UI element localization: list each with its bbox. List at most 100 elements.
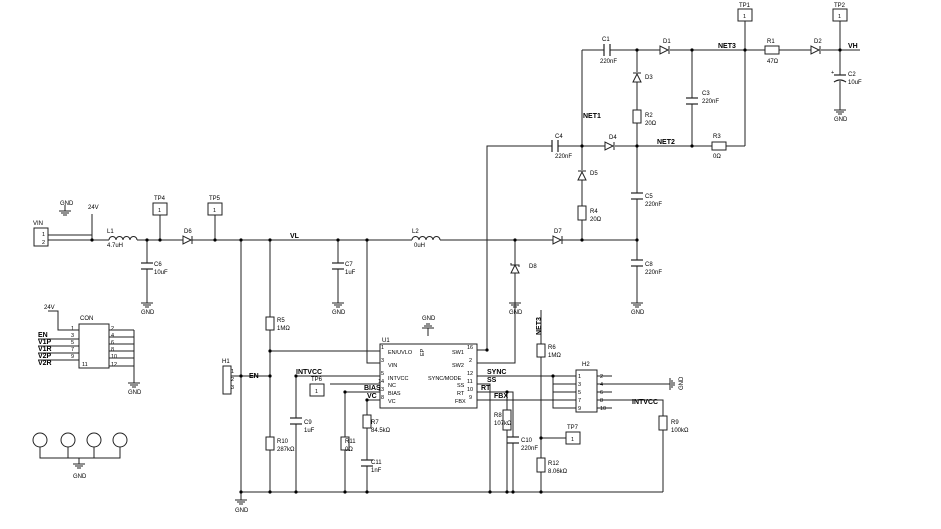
svg-text:0Ω: 0Ω [345, 447, 353, 453]
test-points [152, 8, 848, 445]
net-vc-label: VC [367, 393, 377, 400]
test-point-labels: TP1 TP2 TP4 TP5 TP6 TP7 1 1 1 1 1 1 [154, 3, 846, 443]
mounting-holes [32, 432, 128, 464]
net-3-label: NET3 [718, 43, 736, 50]
svg-text:0Ω: 0Ω [713, 154, 721, 160]
svg-text:12: 12 [111, 362, 117, 368]
svg-text:14: 14 [378, 379, 384, 385]
connector-con: CON 1 3 5 7 9 11 2 4 6 8 10 12 EN V1P V1… [38, 305, 135, 369]
svg-text:7: 7 [578, 398, 581, 404]
svg-text:D4: D4 [609, 135, 617, 141]
svg-text:C1: C1 [602, 37, 610, 43]
svg-text:VC: VC [388, 399, 396, 405]
svg-text:1uF: 1uF [304, 428, 315, 434]
connector-h1: H1 1 2 3 [222, 359, 234, 395]
svg-text:SYNC/MODE: SYNC/MODE [428, 376, 462, 382]
diode-d5-icon [577, 170, 587, 181]
svg-text:10: 10 [467, 387, 473, 393]
gnd-label: GND [631, 310, 645, 316]
svg-text:8.06kΩ: 8.06kΩ [548, 469, 568, 475]
svg-text:47Ω: 47Ω [767, 59, 779, 65]
gnd-icon [422, 323, 434, 329]
svg-text:1: 1 [571, 437, 574, 443]
svg-text:RT: RT [457, 391, 465, 397]
svg-text:1nF: 1nF [371, 468, 382, 474]
svg-text:13: 13 [378, 387, 384, 393]
gnd-label: GND [422, 316, 436, 322]
svg-text:220nF: 220nF [555, 154, 572, 160]
svg-text:R3: R3 [713, 134, 721, 140]
svg-text:BIAS: BIAS [388, 391, 401, 397]
svg-text:EN/UVLO: EN/UVLO [388, 350, 413, 356]
svg-text:TP2: TP2 [834, 3, 846, 9]
svg-text:SW2: SW2 [452, 363, 464, 369]
svg-text:R4: R4 [590, 209, 598, 215]
ic-u1: U1 EP EN/UVLO VIN INTVCC NC BIAS VC 1 3 … [378, 338, 478, 409]
gnd-label: GND [128, 390, 142, 396]
svg-text:1: 1 [315, 389, 318, 395]
svg-text:10uF: 10uF [848, 80, 862, 86]
svg-text:C5: C5 [645, 194, 653, 200]
svg-text:220nF: 220nF [600, 59, 617, 65]
svg-text:V2R: V2R [38, 360, 52, 367]
svg-text:6: 6 [600, 390, 603, 396]
svg-text:1MΩ: 1MΩ [277, 326, 290, 332]
gnd-icon [235, 499, 247, 505]
diode-d4-icon [604, 141, 615, 151]
svg-text:TP5: TP5 [209, 196, 221, 202]
svg-text:2: 2 [600, 374, 603, 380]
net-bias-label: BIAS [364, 385, 381, 392]
svg-text:1MΩ: 1MΩ [548, 353, 561, 359]
gnd-icon [332, 302, 344, 308]
svg-text:V1P: V1P [38, 339, 52, 346]
svg-text:10uF: 10uF [154, 270, 168, 276]
svg-text:C3: C3 [702, 91, 710, 97]
svg-text:11: 11 [82, 362, 88, 368]
svg-text:R8: R8 [494, 413, 502, 419]
svg-text:84.5kΩ: 84.5kΩ [371, 428, 391, 434]
net-intvcc-h2-label: INTVCC [632, 399, 658, 406]
svg-text:10: 10 [600, 406, 606, 412]
svg-text:5: 5 [578, 390, 581, 396]
svg-text:EP: EP [420, 348, 426, 356]
gnd-icon [509, 302, 521, 308]
diode-d8-icon [510, 263, 520, 274]
gnd-labels: GND GND GND GND GND GND GND GND GND GND … [60, 117, 848, 514]
svg-text:3: 3 [578, 382, 581, 388]
gnd-icon [59, 205, 71, 216]
svg-text:1uF: 1uF [345, 270, 356, 276]
svg-text:V2P: V2P [38, 353, 52, 360]
svg-text:R2: R2 [645, 113, 653, 119]
svg-text:287kΩ: 287kΩ [277, 447, 295, 453]
svg-text:2: 2 [42, 240, 45, 246]
diode-labels: D6 D7 D4 D1 D2 D3 D5 D8 [184, 39, 822, 270]
gnd-icon [73, 463, 85, 469]
svg-text:24V: 24V [44, 305, 55, 311]
net-labels: VL VH NET1 NET2 NET3 NET3 EN INTVCC BIAS… [88, 43, 858, 406]
gnd-label: GND [141, 310, 155, 316]
gnd-icon [128, 367, 140, 388]
svg-text:D1: D1 [663, 39, 671, 45]
svg-text:NC: NC [388, 383, 396, 389]
wires [48, 14, 860, 500]
net-2-label: NET2 [657, 139, 675, 146]
svg-text:TP4: TP4 [154, 196, 166, 202]
svg-text:3: 3 [381, 358, 384, 364]
svg-text:107kΩ: 107kΩ [494, 421, 512, 427]
svg-text:16: 16 [467, 345, 473, 351]
svg-text:R11: R11 [345, 439, 356, 445]
diode-d2-icon [810, 45, 821, 55]
svg-text:1: 1 [381, 345, 384, 351]
svg-text:R9: R9 [671, 420, 679, 426]
svg-text:TP1: TP1 [739, 3, 751, 9]
net-sync-label: SYNC [487, 369, 506, 376]
gnd-label: GND [509, 310, 523, 316]
svg-text:C2: C2 [848, 72, 856, 78]
svg-text:EN: EN [38, 332, 48, 339]
net-fbx-label: FBX [494, 393, 508, 400]
svg-text:R5: R5 [277, 318, 285, 324]
svg-text:D8: D8 [529, 264, 537, 270]
svg-text:2: 2 [469, 358, 472, 364]
svg-text:8: 8 [600, 398, 603, 404]
svg-text:3: 3 [71, 333, 74, 339]
